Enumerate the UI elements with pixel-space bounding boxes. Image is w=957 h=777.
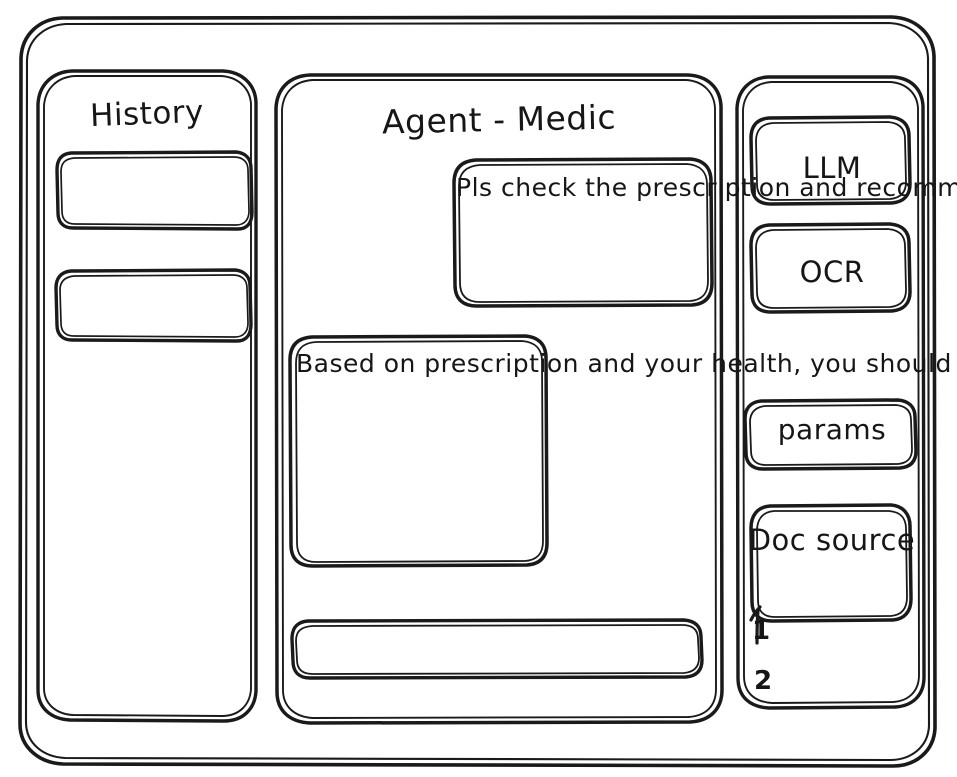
user-message-bubble [454,159,712,307]
history-item[interactable] [57,152,253,230]
tool-chip-llm[interactable] [751,117,911,205]
assistant-message-bubble [290,336,547,567]
doc-source-item-1[interactable]: 1 [752,616,771,646]
tool-chip-ocr-label: OCR [799,255,865,289]
tool-chip-params[interactable] [745,400,917,470]
tool-chip-params-label: params [777,413,887,446]
tool-chip-llm-label: LLM [802,151,862,185]
doc-source-item-2[interactable]: 2 [754,666,773,696]
tool-chip-doc-source-label: Doc source [748,523,916,557]
history-item[interactable] [56,270,252,342]
tool-chip-ocr[interactable] [751,224,911,313]
tool-chip-doc-source[interactable] [751,505,912,622]
message-input[interactable] [292,620,703,679]
